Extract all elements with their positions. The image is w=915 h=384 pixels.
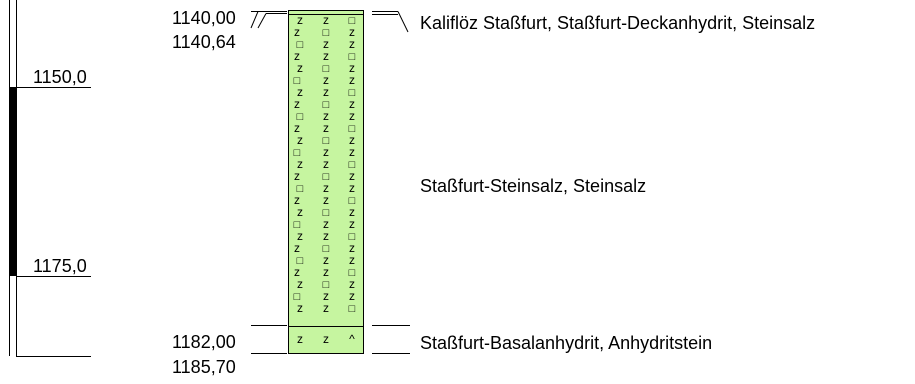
square-symbol: □ <box>323 99 330 111</box>
halite-symbol: z <box>349 145 355 159</box>
halite-symbol: z <box>297 157 303 171</box>
halite-symbol: z <box>323 289 329 303</box>
halite-symbol: z <box>323 301 329 315</box>
halite-symbol: z <box>297 13 303 27</box>
square-symbol: □ <box>323 279 330 291</box>
square-symbol: □ <box>349 15 356 27</box>
halite-symbol: z <box>349 253 355 267</box>
halite-symbol: z <box>349 277 355 291</box>
halite-symbol: z <box>294 241 300 255</box>
halite-symbol: z <box>294 97 300 111</box>
depth-labels: 1140,00 1140,64 1182,00 1185,70 <box>172 8 287 377</box>
halite-symbol: z <box>323 73 329 87</box>
halite-symbol: z <box>323 332 329 346</box>
depth-scale: 1150,0 1175,0 <box>9 0 91 357</box>
halite-symbol: z <box>294 49 300 63</box>
halite-symbol: z <box>349 217 355 231</box>
layer-label-2: Staßfurt-Steinsalz, Steinsalz <box>420 176 646 196</box>
scale-black-segment <box>9 87 17 276</box>
square-symbol: □ <box>323 135 330 147</box>
halite-symbol: z <box>349 289 355 303</box>
square-symbol: □ <box>349 303 356 315</box>
square-symbol: □ <box>323 243 330 255</box>
halite-symbol: z <box>297 205 303 219</box>
halite-symbol: z <box>323 85 329 99</box>
square-symbol: □ <box>349 87 356 99</box>
square-symbol: □ <box>294 219 301 231</box>
halite-symbol: z <box>323 13 329 27</box>
halite-symbol: z <box>349 181 355 195</box>
depth-label-bottom: 1182,00 <box>172 332 236 352</box>
halite-symbol: z <box>323 181 329 195</box>
square-symbol: □ <box>349 267 356 279</box>
square-symbol: □ <box>349 195 356 207</box>
layer-label-3: Staßfurt-Basalanhydrit, Anhydritstein <box>420 333 712 353</box>
anhydrite-symbol: ^ <box>349 332 355 346</box>
halite-symbol: z <box>297 277 303 291</box>
halite-symbol: z <box>349 97 355 111</box>
depth-label-top-2: 1140,64 <box>172 32 236 52</box>
square-symbol: □ <box>349 159 356 171</box>
halite-symbol: z <box>349 241 355 255</box>
square-symbol: □ <box>349 51 356 63</box>
halite-symbol: z <box>323 37 329 51</box>
halite-symbol: z <box>349 109 355 123</box>
depth-leader-top-slant <box>250 11 259 29</box>
halite-symbol: z <box>349 61 355 75</box>
halite-symbol: z <box>349 37 355 51</box>
halite-symbol: z <box>323 157 329 171</box>
square-symbol: □ <box>349 123 356 135</box>
depth-leader-top-slant-2 <box>257 13 267 29</box>
square-symbol: □ <box>297 111 304 123</box>
square-symbol: □ <box>297 39 304 51</box>
layer-leader-1b <box>397 11 409 33</box>
halite-symbol: z <box>294 193 300 207</box>
halite-symbol: z <box>297 301 303 315</box>
layer-descriptions: Kaliflöz Staßfurt, Staßfurt-Deckanhydrit… <box>372 11 815 354</box>
halite-symbol: z <box>297 85 303 99</box>
scale-label-1150: 1150,0 <box>33 67 87 87</box>
layer-label-1: Kaliflöz Staßfurt, Staßfurt-Deckanhydrit… <box>420 13 815 33</box>
square-symbol: □ <box>294 147 301 159</box>
halite-symbol: z <box>297 332 303 346</box>
halite-symbol: z <box>297 61 303 75</box>
square-symbol: □ <box>323 171 330 183</box>
halite-symbol: z <box>323 193 329 207</box>
halite-symbol: z <box>323 217 329 231</box>
square-symbol: □ <box>294 75 301 87</box>
halite-symbol: z <box>323 109 329 123</box>
scale-label-1175: 1175,0 <box>33 256 87 276</box>
square-symbol: □ <box>297 183 304 195</box>
column-fill <box>288 10 364 354</box>
halite-symbol: z <box>323 121 329 135</box>
halite-symbol: z <box>323 253 329 267</box>
halite-symbol: z <box>294 169 300 183</box>
halite-symbol: z <box>323 145 329 159</box>
square-symbol: □ <box>349 231 356 243</box>
halite-symbol: z <box>323 229 329 243</box>
halite-symbol: z <box>349 133 355 147</box>
halite-symbol: z <box>294 25 300 39</box>
square-symbol: □ <box>294 291 301 303</box>
halite-symbol: z <box>349 25 355 39</box>
depth-label-top: 1140,00 <box>172 8 236 28</box>
halite-symbol: z <box>297 133 303 147</box>
halite-symbol: z <box>323 265 329 279</box>
halite-symbol: z <box>349 205 355 219</box>
halite-symbol: z <box>294 121 300 135</box>
halite-symbol: z <box>294 265 300 279</box>
halite-symbol: z <box>323 49 329 63</box>
halite-symbol: z <box>349 169 355 183</box>
depth-label-bottom-2: 1185,70 <box>172 357 236 377</box>
square-symbol: □ <box>323 207 330 219</box>
square-symbol: □ <box>297 255 304 267</box>
halite-symbol: z <box>349 73 355 87</box>
halite-symbol: z <box>297 229 303 243</box>
square-symbol: □ <box>323 27 330 39</box>
square-symbol: □ <box>323 63 330 75</box>
